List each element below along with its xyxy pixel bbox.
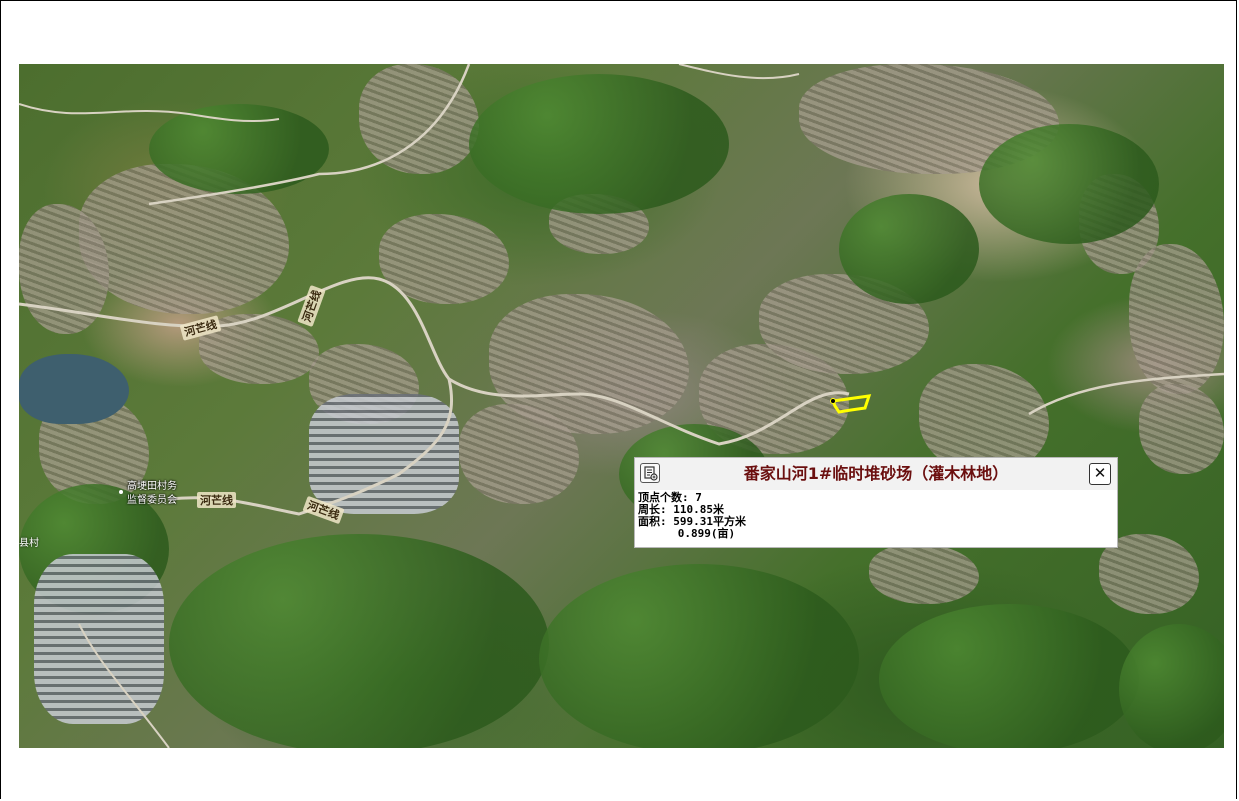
reservoir	[19, 354, 129, 424]
terrace-field	[919, 364, 1049, 474]
row-label: 顶点个数:	[638, 491, 689, 504]
road-label: 河芒线	[197, 492, 236, 508]
row-label: 周长:	[638, 503, 667, 516]
list-export-icon-glyph	[644, 466, 658, 481]
feature-info-popup: 番家山河1#临时堆砂场（灌木林地） ✕ 顶点个数: 7 周长: 110.85米 …	[634, 457, 1118, 548]
place-label-line: 高埂田村务	[127, 481, 177, 492]
row-value: 0.899(亩)	[677, 527, 736, 540]
forest-patch	[1119, 624, 1224, 748]
forest-patch	[539, 564, 859, 748]
place-marker	[119, 490, 123, 494]
row-value: 7	[695, 491, 702, 504]
village-settlement	[309, 394, 459, 514]
popup-body: 顶点个数: 7 周长: 110.85米 面积: 599.31平方米 0.899(…	[638, 492, 746, 540]
terrace-field	[1139, 384, 1224, 474]
forest-patch	[839, 194, 979, 304]
popup-title: 番家山河1#临时堆砂场（灌木林地）	[743, 464, 1009, 483]
selected-parcel[interactable]	[19, 64, 1224, 748]
row-value: 599.31平方米	[673, 515, 746, 528]
area-row: 面积: 599.31平方米	[638, 516, 746, 528]
close-icon: ✕	[1093, 464, 1107, 482]
forest-patch	[879, 604, 1139, 748]
edge-place-label: 县村	[19, 538, 39, 549]
vertex-count-row: 顶点个数: 7	[638, 492, 746, 504]
popup-header: 番家山河1#临时堆砂场（灌木林地） ✕	[635, 458, 1117, 490]
satellite-map[interactable]: 河芒线 河芒线 河芒线 河芒线 高埂田村务 监督委员会 县村	[19, 64, 1224, 748]
place-label: 高埂田村务 监督委员会	[127, 480, 177, 508]
terrace-field	[1129, 244, 1224, 394]
perimeter-row: 周长: 110.85米	[638, 504, 746, 516]
village-settlement	[34, 554, 164, 724]
road-network	[19, 64, 1224, 748]
forest-patch	[469, 74, 729, 214]
forest-patch	[979, 124, 1159, 244]
terrace-field	[869, 544, 979, 604]
terrace-field	[19, 204, 109, 334]
terrace-field	[459, 404, 579, 504]
row-value: 110.85米	[673, 503, 724, 516]
area-mu-row: 0.899(亩)	[638, 528, 746, 540]
terrace-field	[359, 64, 479, 174]
list-export-icon[interactable]	[640, 463, 660, 483]
close-button[interactable]: ✕	[1089, 463, 1111, 485]
forest-patch	[169, 534, 549, 748]
terrace-field	[379, 214, 509, 304]
place-label-line: 监督委员会	[127, 495, 177, 506]
row-label: 面积:	[638, 515, 667, 528]
